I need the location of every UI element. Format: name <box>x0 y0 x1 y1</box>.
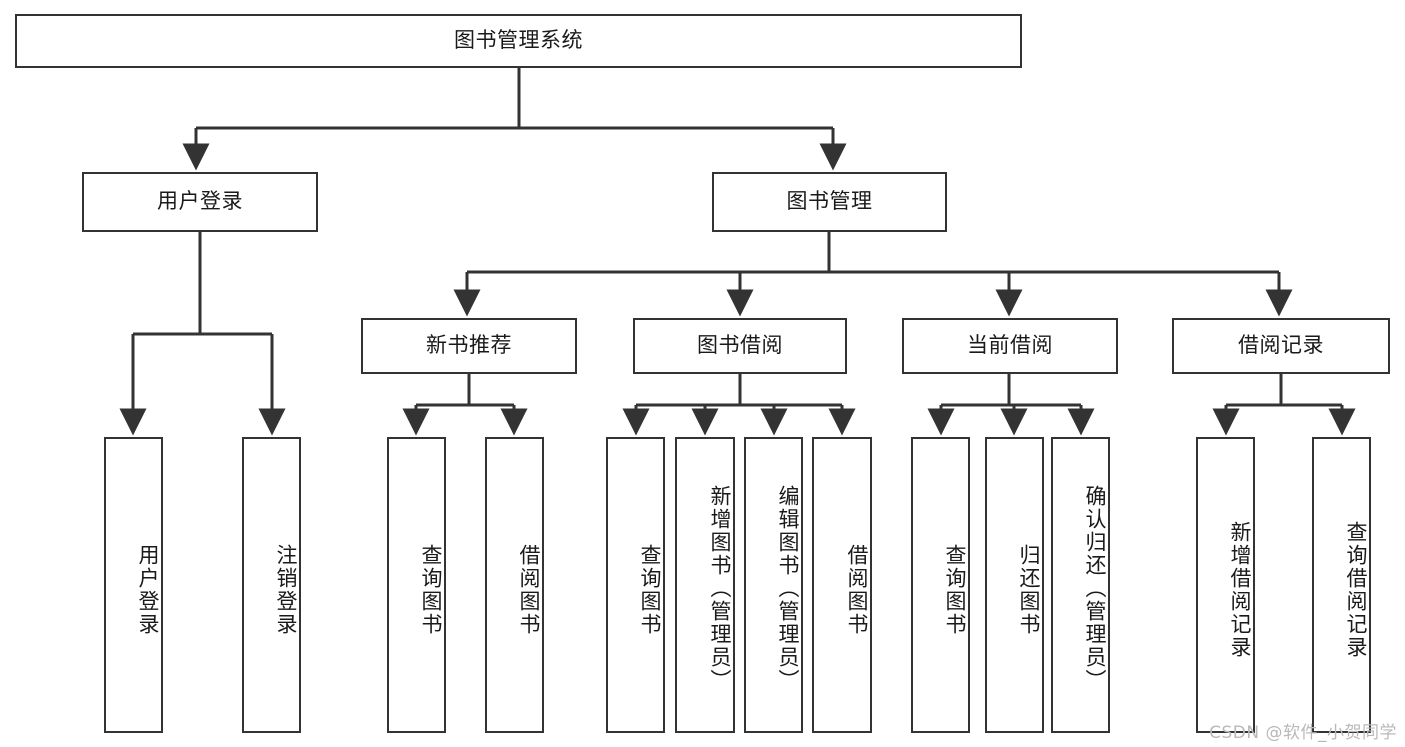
node-leaf-edit-book[interactable]: 编辑图书（管理员） <box>744 437 803 733</box>
node-leaf-return-book[interactable]: 归还图书 <box>985 437 1044 733</box>
node-leaf-query-borrow-record[interactable]: 查询借阅记录 <box>1312 437 1371 733</box>
node-book-manage[interactable]: 图书管理 <box>712 172 947 232</box>
node-leaf-query-book-1[interactable]: 查询图书 <box>387 437 446 733</box>
node-book-borrow[interactable]: 图书借阅 <box>633 318 847 374</box>
node-leaf-query-book-2[interactable]: 查询图书 <box>606 437 665 733</box>
node-leaf-confirm-return[interactable]: 确认归还（管理员） <box>1051 437 1110 733</box>
node-borrow-record[interactable]: 借阅记录 <box>1172 318 1390 374</box>
node-current-borrow[interactable]: 当前借阅 <box>902 318 1118 374</box>
node-leaf-borrow-book-1[interactable]: 借阅图书 <box>485 437 544 733</box>
node-leaf-add-book[interactable]: 新增图书（管理员） <box>675 437 735 733</box>
node-leaf-add-borrow-record[interactable]: 新增借阅记录 <box>1196 437 1255 733</box>
node-leaf-query-book-3[interactable]: 查询图书 <box>911 437 970 733</box>
node-leaf-logout-login[interactable]: 注销登录 <box>242 437 301 733</box>
node-leaf-user-login[interactable]: 用户登录 <box>104 437 163 733</box>
node-new-book-recommend[interactable]: 新书推荐 <box>361 318 577 374</box>
node-root-system[interactable]: 图书管理系统 <box>15 14 1022 68</box>
node-leaf-borrow-book-2[interactable]: 借阅图书 <box>812 437 872 733</box>
watermark-text: CSDN @软件_小贺同学 <box>1209 723 1397 743</box>
node-user-login[interactable]: 用户登录 <box>82 172 318 232</box>
